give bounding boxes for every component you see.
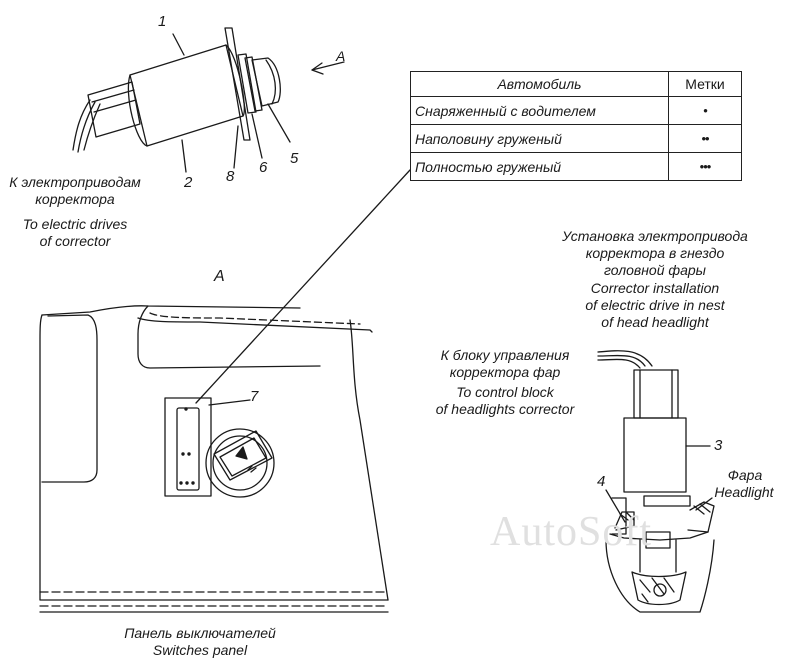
callout-7: 7 [250, 388, 259, 405]
switches-panel-view [39, 305, 389, 613]
caption-line: корректора в гнездо [585, 245, 725, 261]
caption-line: of headlights corrector [435, 401, 575, 417]
column-header-vehicle: Автомобиль [410, 71, 669, 97]
callout-4: 4 [597, 473, 606, 490]
caption-line: of electric drive in nest [585, 297, 725, 313]
callout-1: 1 [158, 13, 167, 30]
caption-line: of corrector [39, 233, 111, 249]
caption-line: К электроприводам [9, 174, 141, 190]
installation-section [597, 350, 715, 613]
switches-panel-caption-en: Switches panel [152, 642, 248, 658]
install-title-ru: Установка электропривода корректора в гн… [530, 228, 780, 279]
actuator-side-view [72, 27, 345, 173]
caption-line: корректора фар [449, 364, 561, 380]
caption-line: of head headlight [601, 314, 709, 330]
caption-line: To electric drives [22, 216, 128, 232]
row-label: Наполовину груженый [410, 124, 669, 153]
table-header-row: Автомобиль Метки [410, 71, 742, 97]
mark-leader-line [195, 169, 411, 404]
caption-line: корректора [35, 191, 115, 207]
caption-line: Corrector installation [590, 280, 720, 296]
callout-8: 8 [226, 168, 235, 185]
view-arrow-label: A [336, 48, 346, 64]
table-row: Полностью груженый ••• [410, 152, 742, 181]
control-block-caption-ru: К блоку управления корректора фар [400, 347, 610, 381]
table-row: Наполовину груженый •• [410, 124, 742, 153]
headlight-label-en: Headlight [714, 484, 774, 500]
load-marks-table: Автомобиль Метки Снаряженный с водителем… [410, 71, 742, 181]
plate-marks [179, 407, 195, 485]
caption-line: Установка электропривода [562, 228, 748, 244]
caption-line: К блоку управления [440, 347, 570, 363]
caption-line: головной фары [604, 262, 706, 278]
control-block-caption-en: To control block of headlights corrector [400, 384, 610, 418]
row-mark: • [668, 96, 742, 125]
drives-caption-en: To electric drives of corrector [0, 216, 150, 250]
table-row: Снаряженный с водителем • [410, 96, 742, 125]
row-label: Полностью груженый [410, 152, 669, 181]
install-title-en: Corrector installation of electric drive… [530, 280, 780, 331]
row-label: Снаряженный с водителем [410, 96, 669, 125]
headlight-label-ru: Фара [727, 467, 763, 483]
column-header-marks: Метки [668, 71, 742, 97]
callout-6: 6 [259, 159, 268, 176]
callout-5: 5 [290, 150, 299, 167]
view-a-title: A [214, 268, 225, 285]
switches-panel-caption-ru: Панель выключателей [124, 625, 276, 641]
callout-2: 2 [184, 174, 193, 191]
row-mark: •• [668, 124, 742, 153]
drives-caption-ru: К электроприводам корректора [0, 174, 150, 208]
callout-3: 3 [714, 437, 723, 454]
watermark: AutoSoft [490, 509, 653, 555]
caption-line: To control block [456, 384, 554, 400]
row-mark: ••• [668, 152, 742, 181]
